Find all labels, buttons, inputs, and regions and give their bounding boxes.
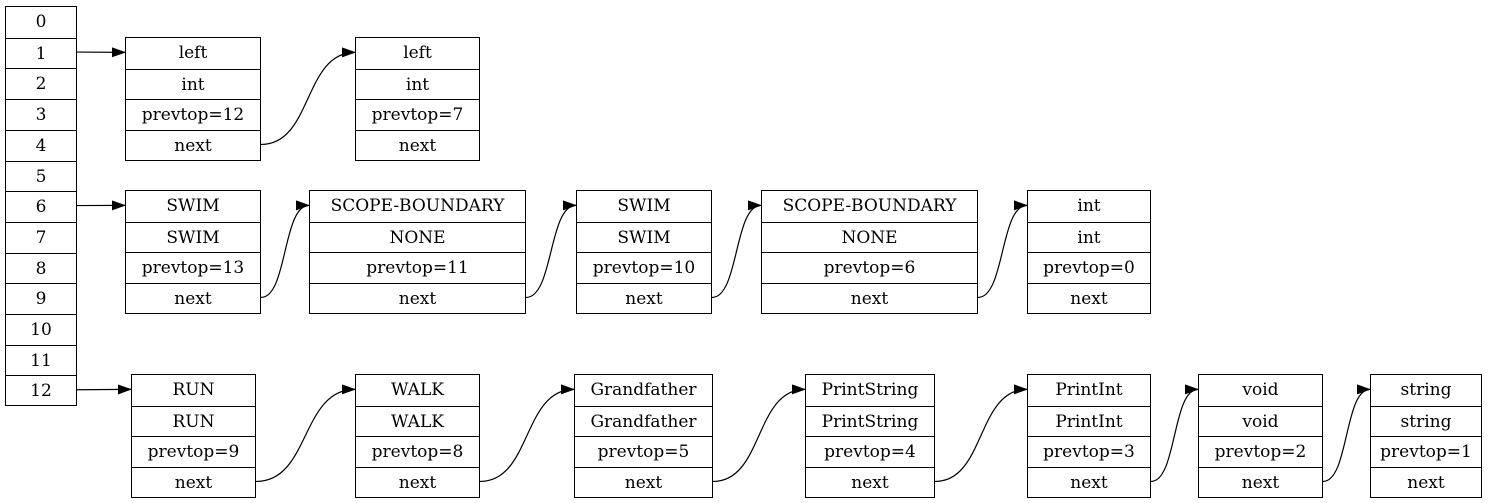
hash-table-field-12: 12	[6, 375, 76, 406]
chain-12-node-5-field-1: void	[1199, 405, 1322, 437]
chain-1-node-0-field-0: left	[178, 43, 208, 63]
hash-table-field-1: 1	[6, 37, 76, 69]
chain-12-node-5-field-3: next	[1199, 467, 1322, 498]
chain-12-node-2-field-2: prevtop=5	[575, 436, 712, 467]
chain-1-node-1-field-3: next	[356, 130, 479, 161]
chain-6-node-3-field-1: NONE	[762, 221, 977, 253]
hash-table-field-0: 0	[35, 12, 47, 32]
chain-6-node-4-field-0: int	[1077, 196, 1101, 216]
edge-chain-6-2	[711, 200, 762, 299]
chain-12-node-1-field-2: prevtop=8	[356, 436, 479, 467]
chain-1-node-0-field-3: next	[126, 130, 260, 161]
chain-6-node-1-field-0: SCOPE-BOUNDARY	[330, 196, 505, 216]
edge-chain-12-5	[1322, 384, 1371, 483]
chain-6-node-0-field-0: SWIM	[166, 196, 220, 216]
chain-6-node-2-field-1: SWIM	[577, 221, 711, 253]
chain-1-node-0-field-1: int	[126, 68, 260, 100]
hash-table-field-4: 4	[6, 129, 76, 161]
chain-12-node-1-field-0: WALK	[391, 380, 444, 400]
hash-table-field-7: 7	[6, 221, 76, 253]
chain-1-node-1-field-2: prevtop=7	[356, 99, 479, 130]
chain-1-node-0-field-2: prevtop=12	[126, 99, 260, 130]
chain-6-node-4-field-1: int	[1028, 221, 1150, 253]
chain-6-node-1-field-3: next	[310, 283, 525, 314]
chain-12-node-3-field-3: next	[806, 467, 934, 498]
chain-12-node-4-field-1: PrintInt	[1028, 405, 1150, 437]
chain-1-node-1-field-1: int	[356, 68, 479, 100]
chain-12-node-6-field-0: string	[1400, 380, 1452, 400]
chain-6-node-4-field-3: next	[1028, 283, 1150, 314]
chain-12-node-4-field-2: prevtop=3	[1028, 436, 1150, 467]
chain-12-node-6-field-3: next	[1371, 467, 1481, 498]
chain-12-node-1-field-3: next	[356, 467, 479, 498]
edge-chain-1-0	[260, 47, 356, 146]
chain-6-node-1-field-1: NONE	[310, 221, 525, 253]
chain-6-node-1-field-2: prevtop=11	[310, 252, 525, 283]
chain-12-node-4-field-3: next	[1028, 467, 1150, 498]
edge-chain-12-3	[934, 384, 1028, 483]
edge-chain-12-0	[255, 384, 356, 483]
edge-chain-12-2	[712, 384, 806, 483]
chain-12-node-0-field-2: prevtop=9	[132, 436, 255, 467]
edge-chain-6-3	[977, 200, 1028, 299]
chain-12-node-5-field-0: void	[1242, 380, 1279, 400]
chain-12-node-0-field-3: next	[132, 467, 255, 498]
chain-12-node-2-field-1: Grandfather	[575, 405, 712, 437]
chain-6-node-0-field-2: prevtop=13	[126, 252, 260, 283]
chain-6-node-4-field-2: prevtop=0	[1028, 252, 1150, 283]
chain-6-node-0-field-3: next	[126, 283, 260, 314]
chain-6-node-0-field-1: SWIM	[126, 221, 260, 253]
chain-1-node-1-field-0: left	[403, 43, 432, 63]
edge-chain-12-4	[1150, 384, 1199, 483]
chain-6-node-2-field-0: SWIM	[617, 196, 671, 216]
chain-12-node-4-field-0: PrintInt	[1055, 380, 1123, 400]
chain-6-node-3-field-0: SCOPE-BOUNDARY	[782, 196, 957, 216]
edge-chain-12-1	[479, 384, 575, 483]
chain-12-node-3-field-2: prevtop=4	[806, 436, 934, 467]
hash-table-field-2: 2	[6, 68, 76, 99]
hash-table-field-6: 6	[6, 191, 76, 222]
chain-12-node-5-field-2: prevtop=2	[1199, 436, 1322, 467]
chain-12-node-6-field-1: string	[1371, 405, 1481, 437]
chain-12-node-6-field-2: prevtop=1	[1371, 436, 1481, 467]
hash-table-field-11: 11	[6, 344, 76, 376]
chain-6-node-3-field-2: prevtop=6	[762, 252, 977, 283]
chain-6-node-2-field-2: prevtop=10	[577, 252, 711, 283]
edge-chain-6-1	[525, 200, 577, 299]
chain-12-node-0-field-1: RUN	[132, 405, 255, 437]
chain-12-node-1-field-1: WALK	[356, 405, 479, 437]
chain-12-node-2-field-0: Grandfather	[590, 380, 697, 400]
hash-table-field-9: 9	[6, 283, 76, 314]
hash-table-field-10: 10	[6, 314, 76, 345]
chain-6-node-3-field-3: next	[762, 283, 977, 314]
edge-chain-6-0	[260, 200, 310, 299]
hash-table-field-5: 5	[6, 160, 76, 192]
chain-12-node-2-field-3: next	[575, 467, 712, 498]
hash-table-field-3: 3	[6, 99, 76, 130]
chain-12-node-3-field-1: PrintString	[806, 405, 934, 437]
chain-12-node-3-field-0: PrintString	[821, 380, 919, 400]
hash-table-field-8: 8	[6, 252, 76, 284]
chain-12-node-0-field-0: RUN	[172, 380, 215, 400]
chain-6-node-2-field-3: next	[577, 283, 711, 314]
